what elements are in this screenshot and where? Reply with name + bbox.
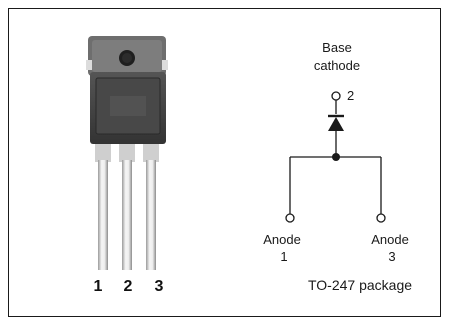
diode-schematic [285,91,386,223]
label-base: Base [322,40,352,55]
label-anode-left: Anode [263,232,301,247]
label-cathode: cathode [314,58,360,73]
label-anode-right: Anode [371,232,409,247]
lead-3 [146,160,156,270]
label-anode-left-pin: 1 [280,249,287,264]
figure-frame [8,8,441,317]
component-photo [86,36,168,270]
label-anode-right-pin: 3 [388,249,395,264]
package-label: TO-247 package [308,277,412,293]
terminal-anode-1 [285,213,295,223]
photo-pin-number-1: 1 [94,278,103,295]
diode-triangle [328,117,344,131]
lead-2 [122,160,132,270]
terminal-anode-3 [376,213,386,223]
photo-pin-number-2: 2 [124,278,133,295]
label-top-pin-number: 2 [347,88,354,103]
photo-pin-number-3: 3 [155,278,164,295]
terminal-base-cathode [331,91,341,101]
lead-1 [98,160,108,270]
